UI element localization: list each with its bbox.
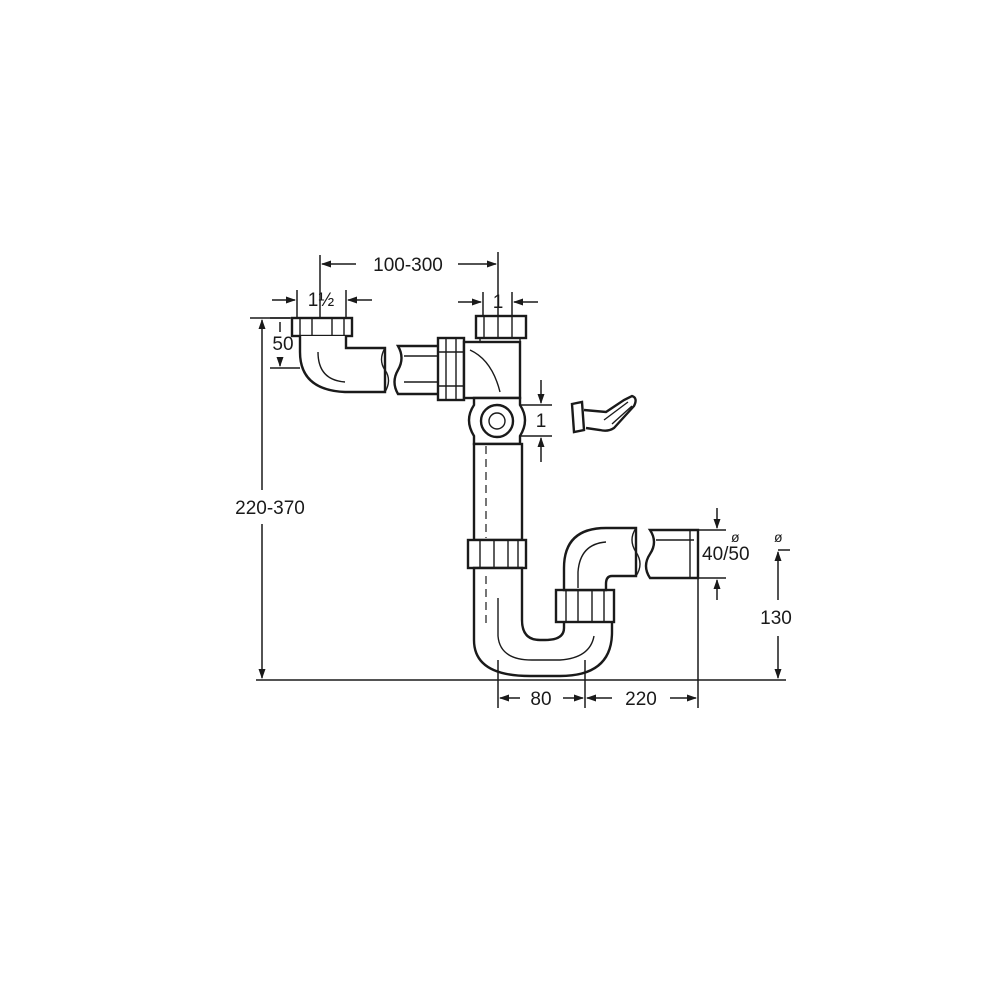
- outlet-height-label: 130: [760, 608, 792, 629]
- side-inlet-size-label: 1: [536, 411, 547, 432]
- trap-width-label: 80: [530, 689, 551, 710]
- left-pipe-nut: [436, 336, 466, 402]
- right-inlet-size-label: 1: [493, 292, 504, 313]
- trap-upper-nut: [466, 538, 528, 570]
- side-inlet-connector: [467, 396, 527, 446]
- outlet-diameter-label: 40/50: [702, 544, 750, 565]
- left-horizontal-pipe: [393, 344, 442, 396]
- left-height-label: 50: [272, 334, 293, 355]
- outlet-length-label: 220: [625, 689, 657, 710]
- dimension-left-inlet: 1½: [272, 290, 372, 318]
- dimension-outlet-diameter: 40/50 ø ø: [698, 508, 783, 600]
- left-inlet-size-label: 1½: [308, 290, 335, 311]
- outlet-pipe: [644, 528, 700, 580]
- diameter-symbol-2: ø: [774, 529, 783, 545]
- dimension-right-inlet: 1: [458, 292, 538, 316]
- dimension-bottom: 80 220: [497, 578, 699, 710]
- trap-lower-nut: [554, 588, 616, 624]
- right-inlet-tee: [462, 314, 528, 400]
- outlet-bend: [562, 526, 641, 592]
- hose-adapter-icon: [570, 394, 637, 434]
- width-range-label: 100-300: [373, 255, 443, 276]
- dimension-outlet-height: 130: [760, 549, 792, 679]
- dimension-side-inlet: 1: [520, 380, 552, 462]
- vertical-pipe: [472, 442, 524, 542]
- total-height-label: 220-370: [235, 498, 305, 519]
- u-bend-trap: [472, 566, 614, 678]
- left-inlet-elbow: [290, 316, 390, 394]
- diameter-symbol-1: ø: [731, 529, 740, 545]
- dimension-total-height: 220-370: [235, 317, 305, 679]
- dimension-width-range: 100-300: [319, 252, 499, 318]
